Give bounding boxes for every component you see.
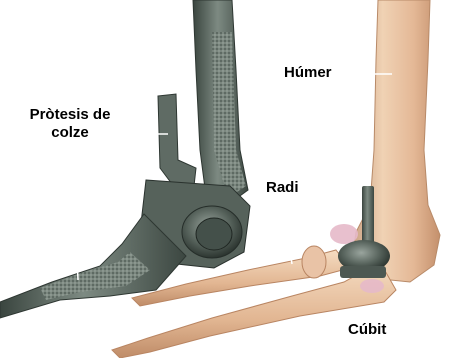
- prosthesis-flange: [158, 94, 196, 186]
- label-radi: Radi: [266, 179, 299, 197]
- label-cubit: Cúbit: [348, 321, 386, 339]
- cartilage-lower: [360, 279, 384, 293]
- radial-head: [302, 246, 326, 278]
- prosthesis-hinge-cap: [196, 218, 232, 250]
- implant-stem-anatomy: [362, 186, 374, 244]
- label-protesis-de-colze: Pròtesis de colze: [17, 106, 123, 142]
- leader-radi: [282, 198, 292, 264]
- cartilage: [330, 224, 358, 244]
- label-protesis-line2: colze: [17, 124, 123, 142]
- label-humer: Húmer: [284, 64, 332, 82]
- label-protesis-line1: Pròtesis de: [17, 106, 123, 124]
- leader-protesis-lower: [72, 152, 78, 280]
- leader-cubit: [296, 326, 344, 328]
- implant-ulna-stem-anatomy: [340, 266, 386, 278]
